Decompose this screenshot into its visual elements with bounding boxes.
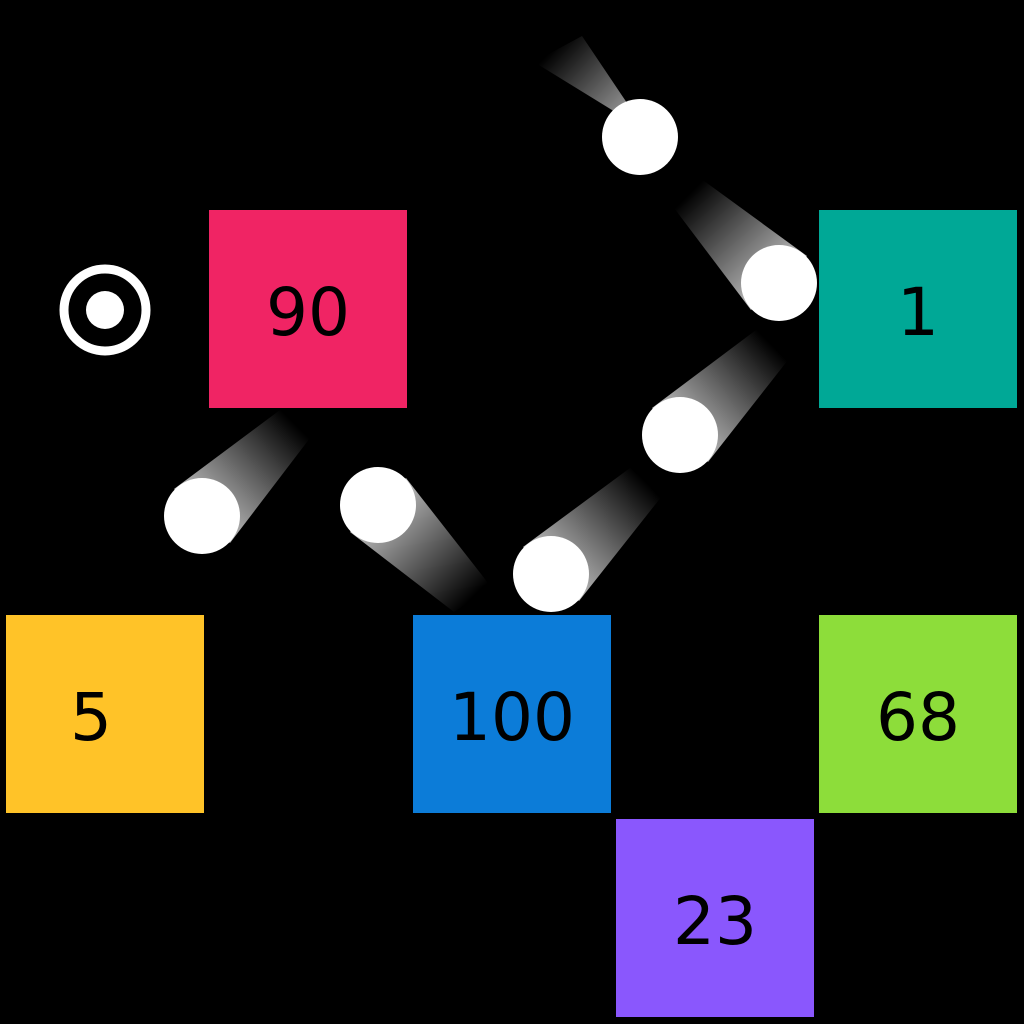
brick-hit-count: 90 (266, 274, 350, 351)
brick-hit-count: 1 (897, 274, 939, 351)
brick-hit-count: 68 (876, 679, 960, 756)
brick-hit-count: 100 (449, 679, 575, 756)
brick-23: 23 (616, 819, 814, 1017)
ball (741, 245, 817, 321)
brick-100: 100 (413, 615, 611, 813)
brick-hit-count: 5 (70, 679, 112, 756)
brick-hit-count: 23 (673, 883, 757, 960)
ball (642, 397, 718, 473)
ball (340, 467, 416, 543)
brick-68: 68 (819, 615, 1017, 813)
brick-5: 5 (6, 615, 204, 813)
ball-trail (534, 36, 668, 164)
brick-1: 1 (819, 210, 1017, 408)
ball (513, 536, 589, 612)
ball (164, 478, 240, 554)
brick-90: 90 (209, 210, 407, 408)
launcher-target-icon[interactable] (58, 263, 152, 357)
ball (602, 99, 678, 175)
